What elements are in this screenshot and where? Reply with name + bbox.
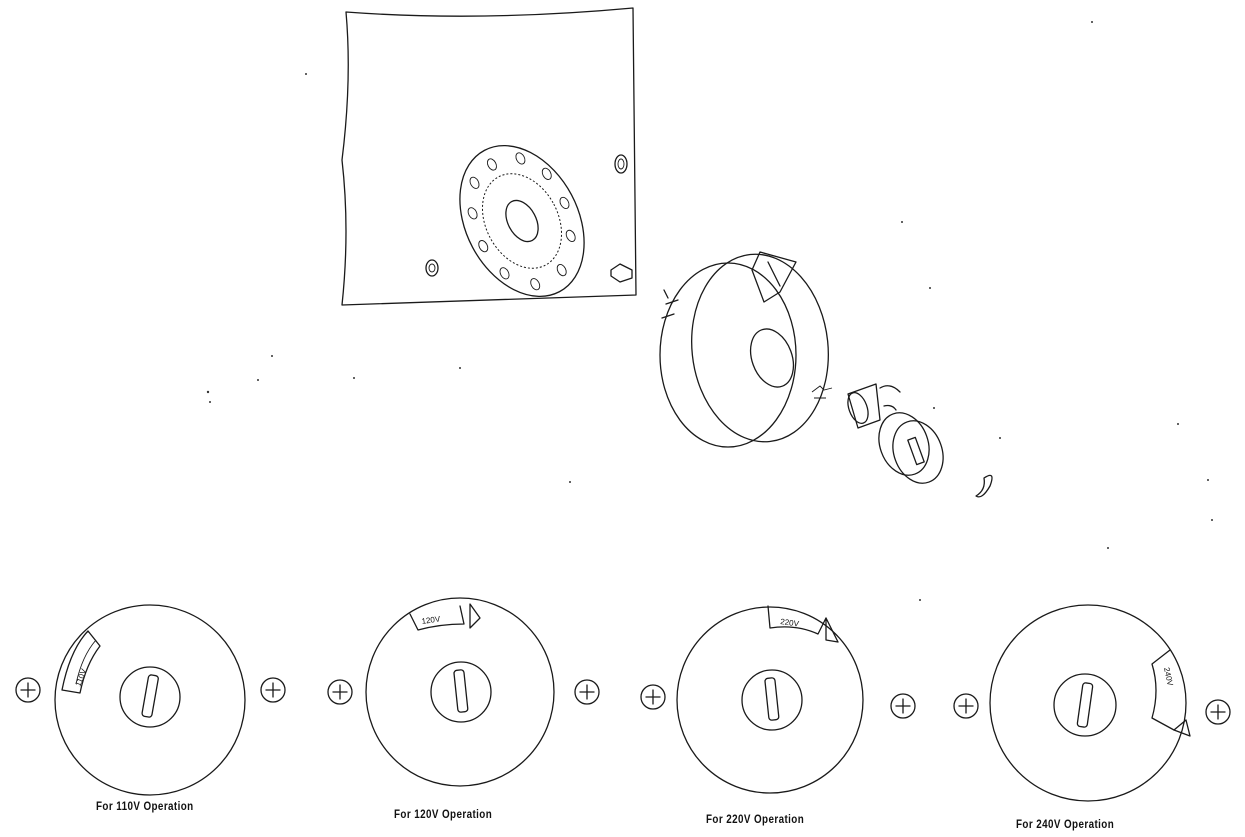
svg-text:120V: 120V (421, 614, 441, 626)
selector-drum (659, 251, 829, 448)
mount-screw-left-1 (15, 677, 41, 703)
mount-screw-left-3 (640, 684, 666, 710)
svg-text:220V: 220V (780, 617, 800, 629)
caption-240v: For 240V Operation (1016, 817, 1115, 831)
selector-120v: 120V (327, 597, 600, 787)
mount-screw-left-4 (953, 693, 979, 719)
rear-panel (341, 7, 637, 306)
scan-specks (206, 21, 1213, 601)
mount-screw-right-4 (1205, 699, 1231, 725)
caption-120v: For 120V Operation (394, 807, 493, 821)
selector-240v: 240V (953, 604, 1231, 802)
mount-screw-left-2 (327, 679, 353, 705)
spring-clip (975, 474, 993, 498)
caption-220v: For 220V Operation (706, 812, 805, 826)
selector-220v: 220V (640, 605, 916, 794)
fuse-holder (811, 383, 944, 484)
panel-screw-right (614, 154, 628, 174)
panel-screw-left (425, 259, 439, 277)
panel-selector-plate (459, 144, 585, 298)
svg-text:240V: 240V (1162, 667, 1175, 688)
mount-screw-right-2 (574, 679, 600, 705)
panel-arrow-mark (610, 263, 633, 283)
selector-110v: 110V (15, 604, 286, 796)
caption-110v: For 110V Operation (96, 799, 194, 813)
mount-screw-right-1 (260, 677, 286, 703)
mount-screw-right-3 (890, 693, 916, 719)
